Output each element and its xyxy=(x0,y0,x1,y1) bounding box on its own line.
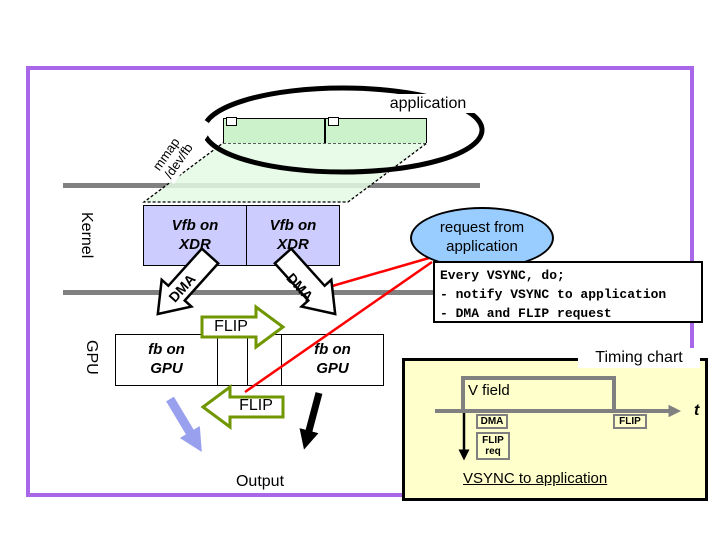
vsync-note-line1: Every VSYNC, do; xyxy=(440,268,565,283)
flip-req-event-box: FLIP req xyxy=(476,432,510,460)
user-fb-page-1 xyxy=(223,118,325,143)
kernel-gpu-divider-line xyxy=(63,290,434,295)
vfb-on-xdr-box-1: Vfb on XDR xyxy=(143,205,247,266)
vsync-note-line3: - DMA and FLIP request xyxy=(440,306,612,321)
fb-on-gpu-box-2: fb on GPU xyxy=(281,334,384,386)
fb-buffer-cell-a xyxy=(217,334,248,386)
flip-right-label: FLIP xyxy=(214,318,248,335)
gpu-layer-label: GPU xyxy=(83,340,100,375)
v-field-label: V field xyxy=(468,382,510,399)
flip-event-box: FLIP xyxy=(613,414,647,429)
application-label: application xyxy=(381,94,475,113)
user-fb-page-2 xyxy=(325,118,427,143)
flip-left-label: FLIP xyxy=(239,397,273,414)
kernel-layer-label: Kernel xyxy=(78,212,95,259)
user-kernel-divider-line xyxy=(63,183,480,188)
dma-event-box: DMA xyxy=(476,414,508,429)
time-axis-label: t xyxy=(694,402,700,419)
corner-notch xyxy=(328,117,339,126)
request-from-application-callout: request from application xyxy=(410,207,554,269)
vsync-handler-note: Every VSYNC, do; - notify VSYNC to appli… xyxy=(433,261,703,323)
fb-buffer-cell-b xyxy=(247,334,282,386)
corner-notch xyxy=(226,117,237,126)
timing-chart-title: Timing chart xyxy=(578,348,700,368)
vsync-note-line2: - notify VSYNC to application xyxy=(440,287,667,302)
vsync-to-application-caption: VSYNC to application xyxy=(463,470,608,487)
vfb-on-xdr-box-2: Vfb on XDR xyxy=(246,205,340,266)
fb-on-gpu-box-1: fb on GPU xyxy=(115,334,218,386)
output-label: Output xyxy=(235,472,285,490)
